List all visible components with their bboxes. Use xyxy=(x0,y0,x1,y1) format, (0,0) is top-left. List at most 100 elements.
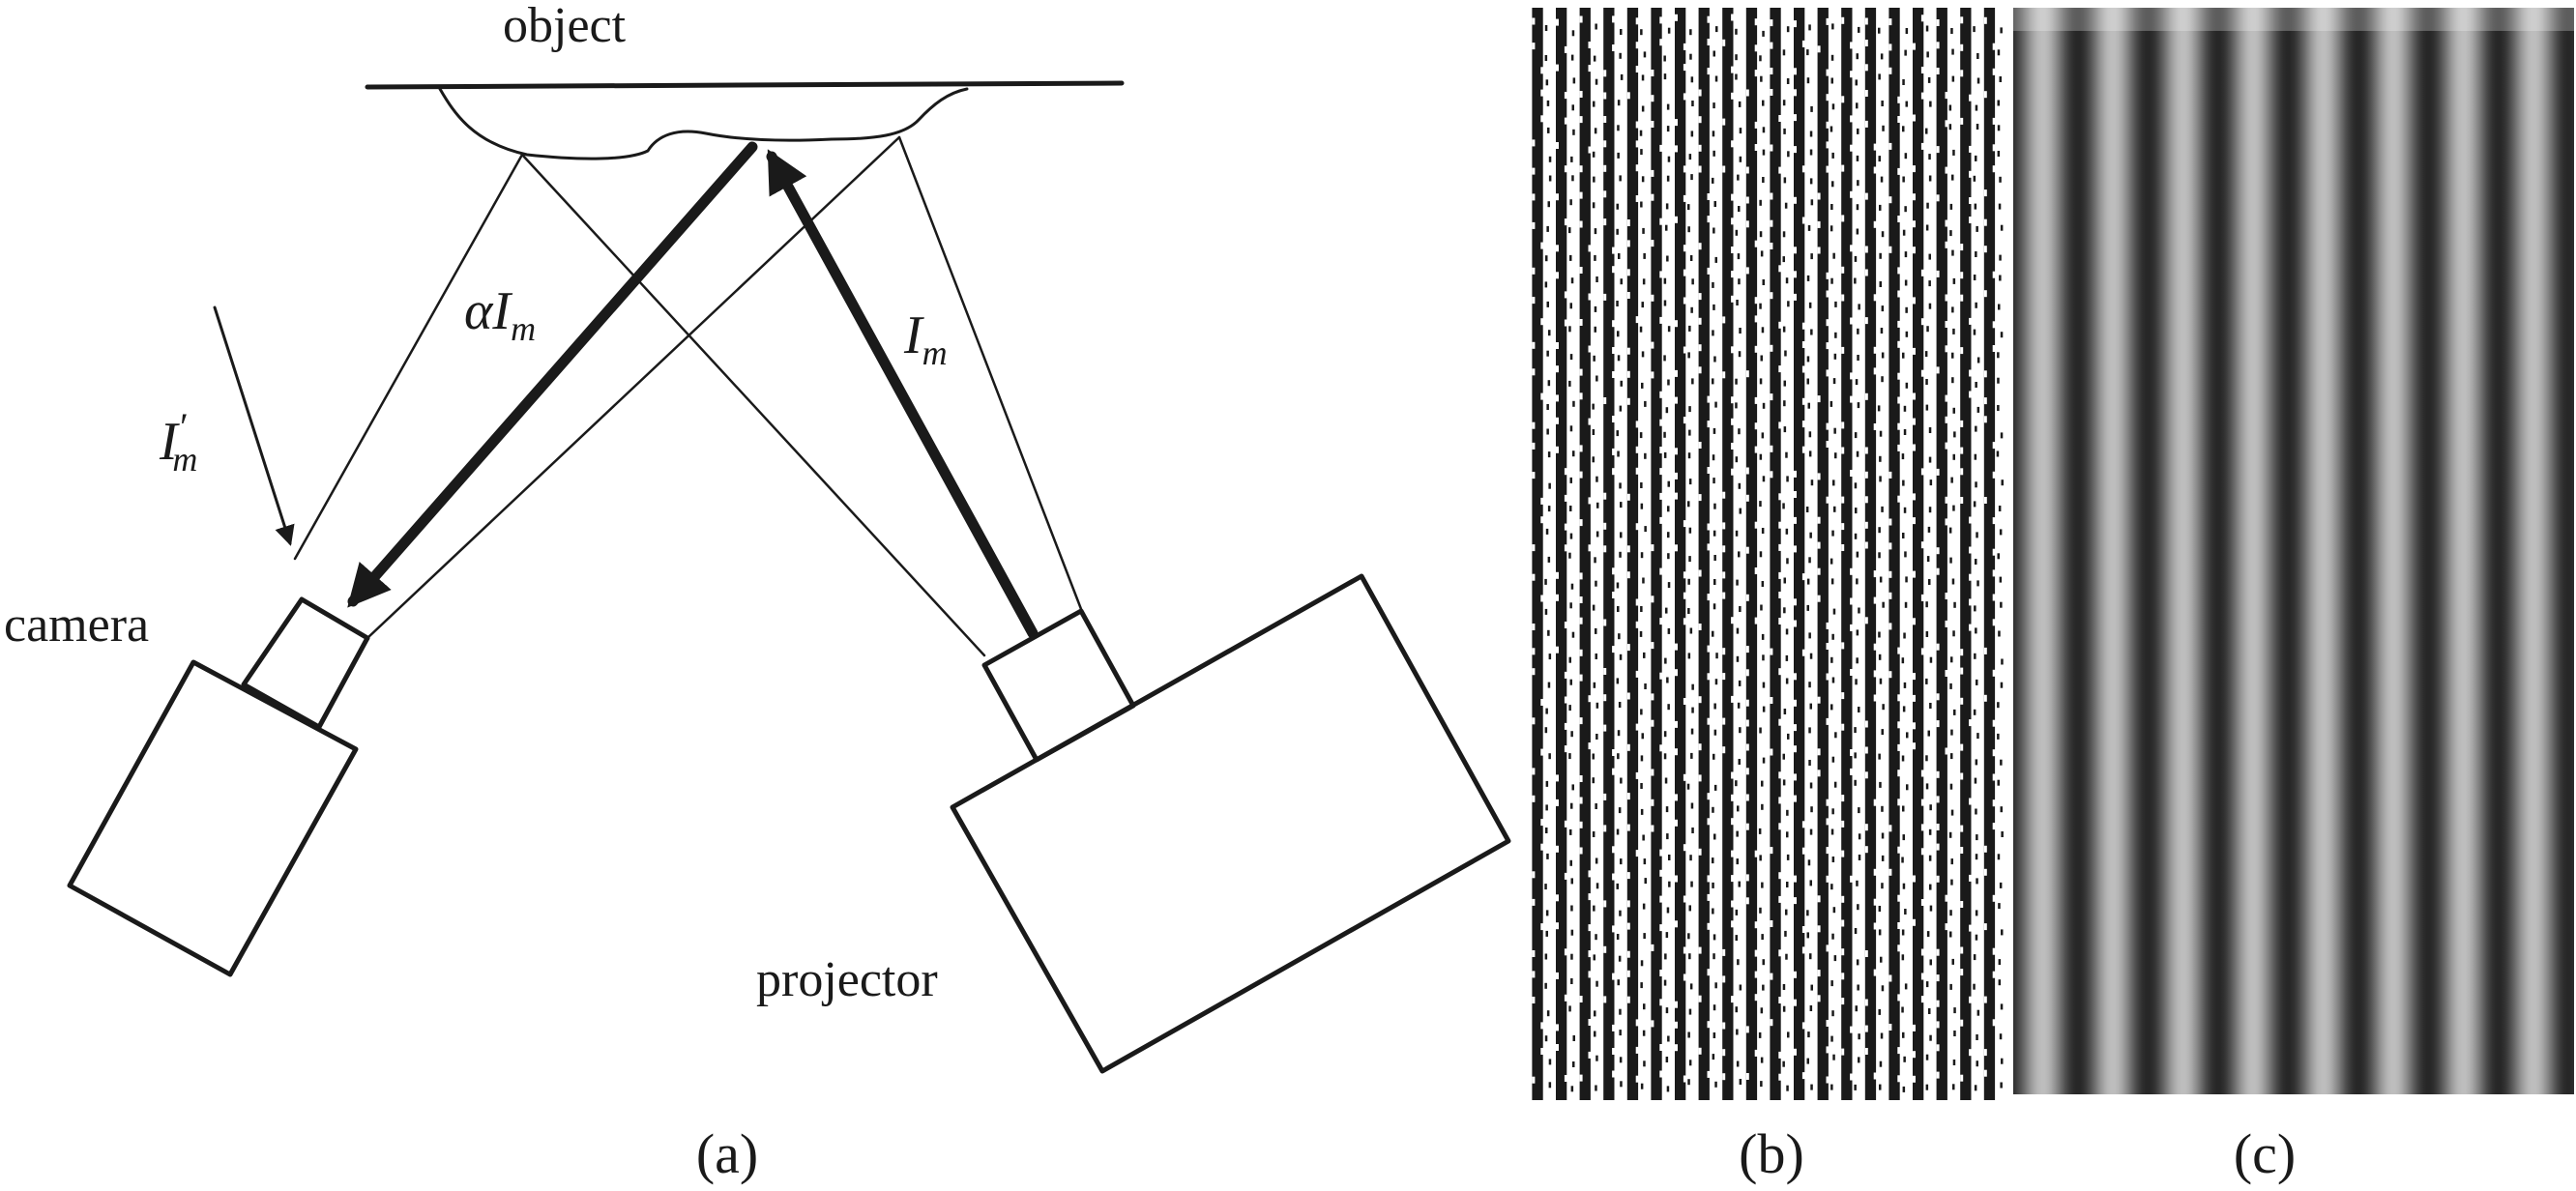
dither-speck xyxy=(1593,176,1595,183)
dither-speck xyxy=(1569,477,1572,483)
dither-gap xyxy=(1888,592,1892,599)
dither-gap xyxy=(1992,719,1996,727)
dither-speck xyxy=(1953,1031,1956,1036)
dither-speck xyxy=(1547,556,1551,563)
dither-gap xyxy=(1794,897,1797,905)
dither-speck xyxy=(1830,980,1833,987)
dither-gap xyxy=(1612,44,1616,51)
dither-speck xyxy=(1643,1003,1646,1010)
dither-gap xyxy=(1532,193,1536,201)
dither-gap xyxy=(1817,770,1821,777)
dither-speck xyxy=(1879,678,1883,684)
dither-speck xyxy=(1570,731,1573,738)
dither-speck xyxy=(1950,858,1953,865)
dither-gap xyxy=(1556,894,1559,902)
dither-speck xyxy=(1928,855,1932,861)
dither-gap xyxy=(1745,794,1749,801)
dither-gap xyxy=(1754,521,1758,529)
dither-speck xyxy=(1976,580,1979,587)
dither-speck xyxy=(1999,275,2002,281)
dither-gap xyxy=(1579,267,1583,274)
dither-speck xyxy=(1785,654,1789,661)
dither-speck xyxy=(1641,302,1644,308)
dither-gap xyxy=(1540,318,1544,326)
dither-speck xyxy=(1762,100,1765,106)
dither-gap xyxy=(1992,43,1996,50)
dither-speck xyxy=(1856,155,1859,161)
dither-speck xyxy=(1953,709,1956,715)
dither-gap xyxy=(1564,117,1567,125)
dither-speck xyxy=(1640,755,1644,762)
dither-speck xyxy=(1545,910,1549,916)
dither-speck xyxy=(1713,703,1716,710)
dither-speck xyxy=(1593,55,1596,62)
dither-speck xyxy=(1785,451,1788,458)
dither-gap xyxy=(1778,895,1782,903)
dither-speck xyxy=(1976,124,1979,130)
dither-speck xyxy=(1640,960,1644,967)
dither-gap xyxy=(1659,869,1663,877)
dither-speck xyxy=(1881,805,1884,812)
dither-gap xyxy=(1897,422,1901,430)
dither-speck xyxy=(1783,177,1787,184)
dither-gap xyxy=(1532,167,1536,175)
dither-speck xyxy=(1713,201,1716,207)
dither-gap xyxy=(1897,116,1901,123)
dither-speck xyxy=(1806,604,1809,611)
dither-gap xyxy=(1864,317,1868,325)
dither-gap xyxy=(1770,219,1773,227)
dither-gap xyxy=(1579,996,1583,1002)
dither-gap xyxy=(1913,517,1916,525)
dither-gap xyxy=(1659,144,1663,152)
dither-gap xyxy=(1794,598,1797,606)
camera-body xyxy=(67,659,359,977)
dither-gap xyxy=(1897,994,1901,1002)
dither-gap xyxy=(1579,775,1583,782)
dither-speck xyxy=(1760,355,1763,362)
dither-speck xyxy=(1712,857,1714,864)
dither-gap xyxy=(1754,949,1758,957)
dither-speck xyxy=(1620,777,1623,784)
panel-b-background xyxy=(1526,8,2005,1100)
dither-gap xyxy=(1770,144,1773,152)
binary-stripe xyxy=(1960,8,1972,1100)
dither-gap xyxy=(1579,191,1583,199)
dither-gap xyxy=(1731,66,1735,73)
dither-speck xyxy=(1881,231,1885,238)
dither-speck xyxy=(1640,808,1644,815)
dither-gap xyxy=(1920,648,1924,655)
dither-gap xyxy=(1850,768,1854,775)
dither-speck xyxy=(1640,709,1643,715)
dither-speck xyxy=(1616,582,1620,589)
dither-gap xyxy=(1960,667,1964,675)
dither-gap xyxy=(1731,996,1735,1003)
dither-speck xyxy=(1929,804,1932,811)
dither-speck xyxy=(1902,229,1906,236)
dither-gap xyxy=(1920,369,1924,377)
dither-gap xyxy=(1801,217,1805,224)
dither-speck xyxy=(1644,526,1647,533)
dither-gap xyxy=(1897,846,1901,854)
dither-speck xyxy=(1595,734,1598,740)
dither-gap xyxy=(1659,567,1663,575)
ambient-intensity-label: I′m xyxy=(159,405,197,479)
binary-stripe xyxy=(1841,8,1853,1100)
dither-gap xyxy=(1754,971,1758,978)
dither-speck xyxy=(1999,176,2002,183)
dither-speck xyxy=(1548,753,1551,760)
dither-gap xyxy=(1897,167,1901,175)
dither-speck xyxy=(1761,882,1764,888)
dither-speck xyxy=(1901,1006,1904,1013)
dither-speck xyxy=(1547,629,1550,636)
dither-gap xyxy=(1960,117,1964,125)
dither-gap xyxy=(1579,368,1583,376)
dither-speck xyxy=(1592,429,1595,435)
dither-speck xyxy=(1593,682,1596,688)
dither-gap xyxy=(1532,573,1536,581)
dither-gap xyxy=(1850,1026,1854,1033)
dither-gap xyxy=(1675,544,1678,552)
dither-gap xyxy=(1651,596,1654,603)
dither-speck xyxy=(1999,529,2003,536)
dither-gap xyxy=(1888,142,1892,150)
dither-speck xyxy=(1666,103,1670,110)
